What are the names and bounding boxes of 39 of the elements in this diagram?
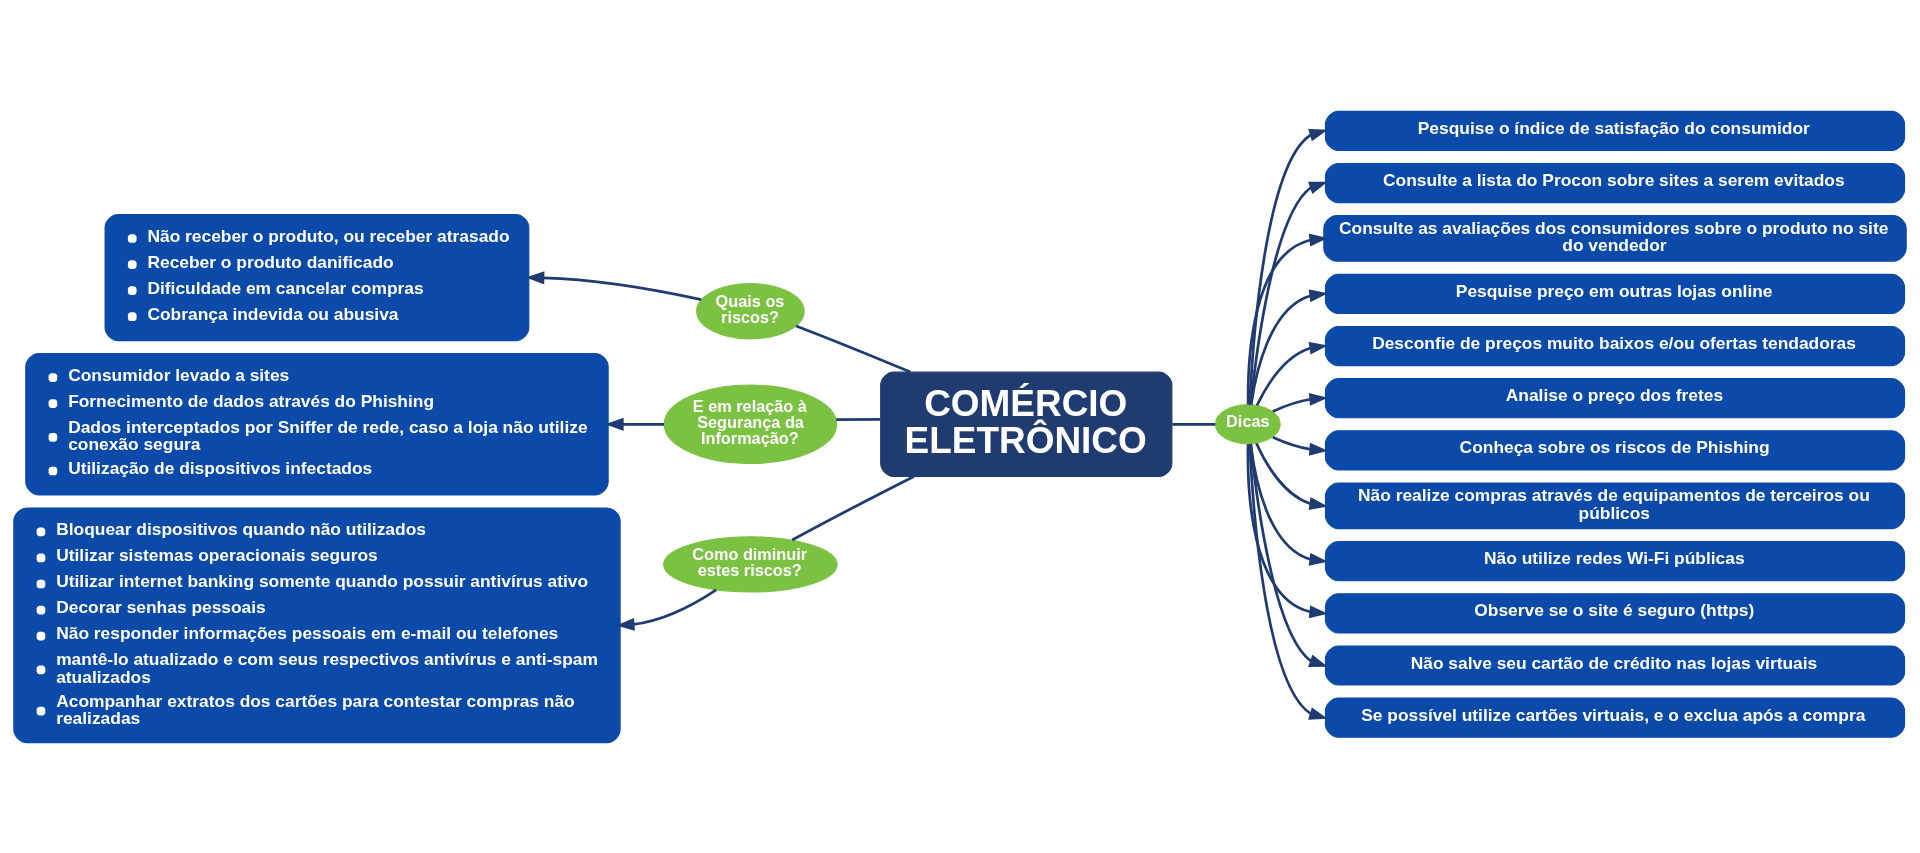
- arrow: [1249, 289, 1328, 405]
- arrow: [1249, 443, 1328, 566]
- node-box: Não salve seu cartão de crédito nas lojas virtuais: [1324, 644, 1906, 686]
- arrow: [1249, 443, 1328, 667]
- arrow: [1272, 392, 1328, 413]
- node-ellipse: E em relação à Segurança da Informação?: [663, 384, 838, 464]
- node-box: Não utilize redes Wi-Fi públicas: [1324, 540, 1906, 581]
- node-box: Conheça sobre os riscos de Phishing: [1324, 429, 1906, 470]
- node-box: Bloquear dispositivos quando não utilizados Utilizar sistemas operacionais seguros Utilizar internet banking somente quando possuir antivírus ativo Decorar senhas pessoais Não responder informações pessoais em e-mail ou telefones mantê-lo atualizado e com seus respectivos antivírus e anti-spam atualizados Acompanhar extratos dos cartões para contestar compras não realizadas: [13, 506, 621, 743]
- connector: [791, 474, 915, 541]
- node-box: COMÉRCIO ELETRÔNICO: [880, 371, 1173, 477]
- connector: [836, 417, 881, 421]
- arrow: [525, 270, 702, 301]
- node-box: Analise o preço dos fretes: [1324, 377, 1906, 418]
- arrow: [1249, 181, 1328, 405]
- node-box: Não realize compras através de equipamentos de terceiros ou públicos: [1324, 481, 1906, 529]
- node-ellipse: Quais os riscos?: [696, 282, 805, 339]
- arrow: [1248, 128, 1328, 405]
- arrow: [1248, 443, 1328, 720]
- node-box: Não receber o produto, ou receber atrasado Receber o produto danificado Dificuldade em cancelar compras Cobrança indevida ou abusiva: [104, 213, 530, 341]
- connector: [1172, 422, 1216, 426]
- node-box: Se possível utilize cartões virtuais, e o exclua após a compra: [1324, 697, 1906, 738]
- connector: [795, 324, 911, 373]
- node-box: Consulte as avaliações dos consumidores sobre o produto no site do vendedor: [1323, 214, 1907, 262]
- node-box: Observe se o site é seguro (https): [1324, 592, 1906, 633]
- arrow: [616, 588, 717, 631]
- arrow: [1255, 442, 1328, 510]
- arrow: [1255, 341, 1328, 406]
- node-box: Consulte a lista do Procon sobre sites a serem evitados: [1324, 162, 1906, 203]
- node-box: Pesquise preço em outras lojas online: [1324, 273, 1906, 314]
- node-ellipse: Dicas: [1214, 403, 1281, 444]
- arrow: [1246, 443, 1328, 618]
- node-box: Desconfie de preços muito baixos e/ou ofertas tendadoras: [1324, 325, 1906, 366]
- arrow: [605, 417, 665, 431]
- node-box: Pesquise o índice de satisfação do consumidor: [1324, 110, 1906, 151]
- arrow: [1272, 435, 1328, 456]
- arrow: [1246, 233, 1328, 404]
- node-ellipse: Como diminuir estes riscos?: [663, 535, 838, 593]
- node-box: Consumidor levado a sites Fornecimento de dados através do Phishing Dados interceptados por Sniffer de rede, caso a loja não utilize conexão segura Utilização de dispositivos infectados: [25, 352, 609, 495]
